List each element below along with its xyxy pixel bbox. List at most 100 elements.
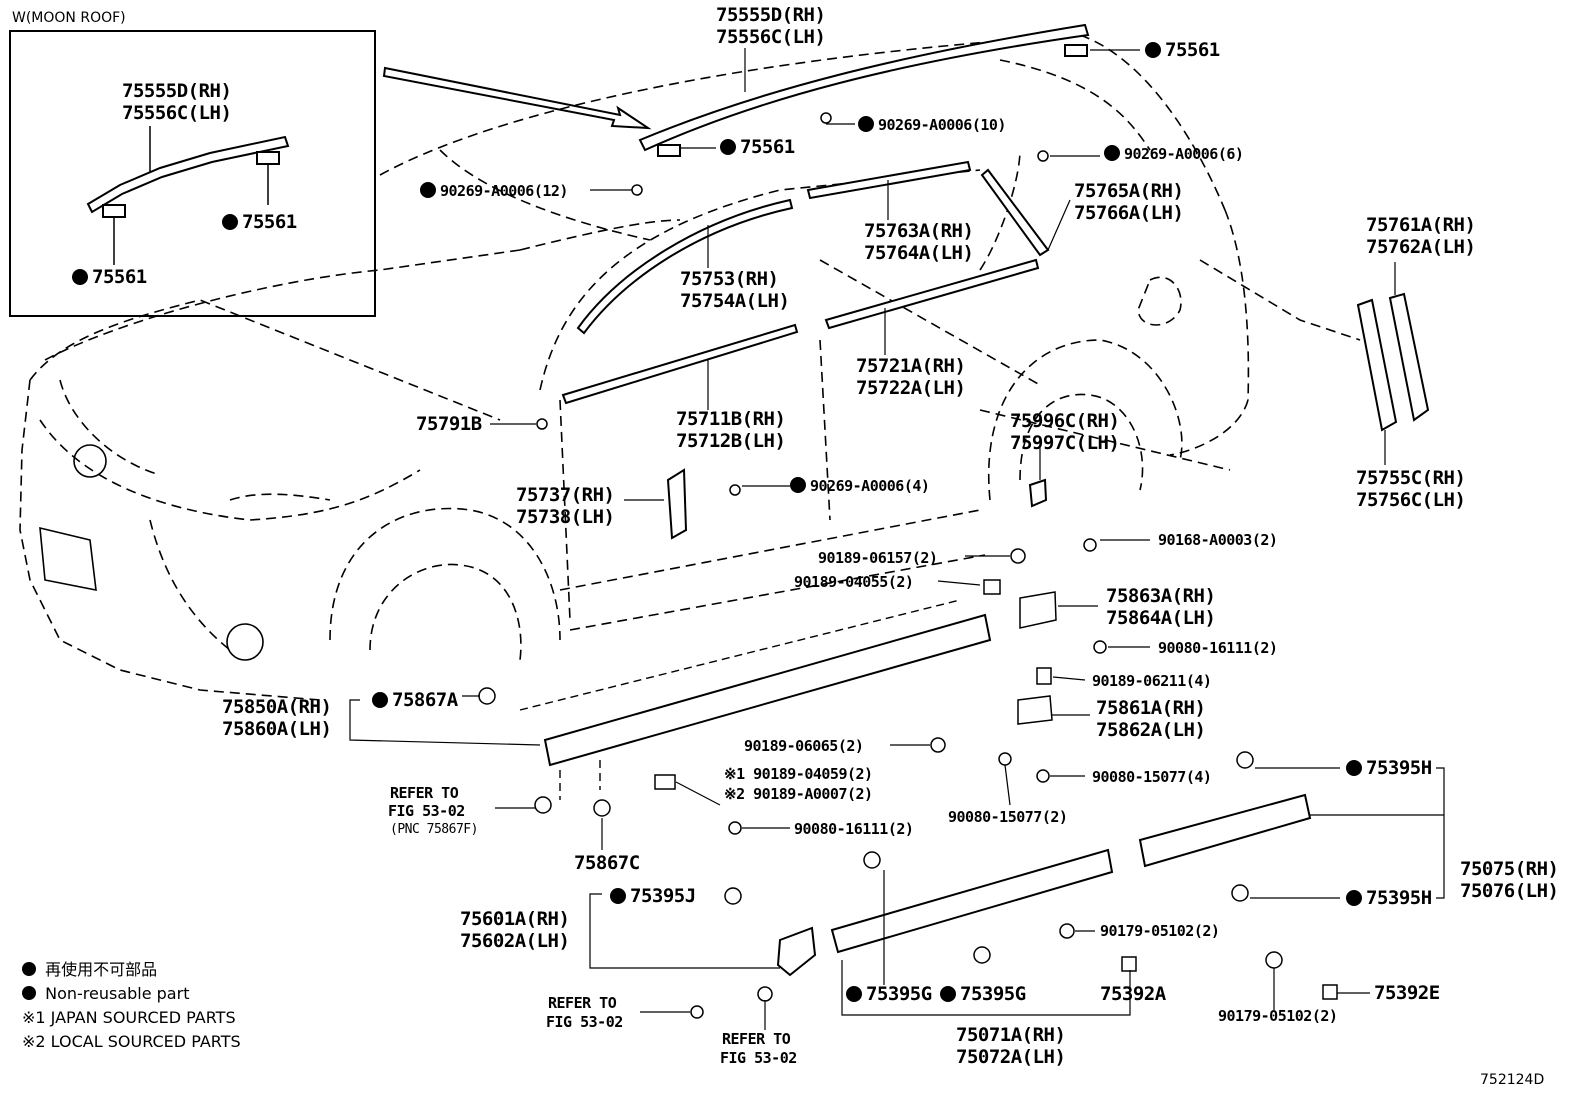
label-roof-lh: 75556C(LH) bbox=[716, 26, 826, 48]
label-rear-rh: 75765A(RH) bbox=[1074, 180, 1184, 202]
legend-jp: 再使用不可部品 bbox=[22, 958, 241, 982]
label-rdoor-lh: 75076(LH) bbox=[1460, 880, 1559, 902]
roof-rail bbox=[638, 23, 1090, 152]
rear-garnish-b bbox=[1388, 292, 1430, 422]
label-90080-16111b: 90080-16111(2) bbox=[794, 820, 914, 838]
headlight bbox=[73, 444, 107, 478]
label-refer1b: FIG 53-02 bbox=[388, 802, 465, 820]
rear-upper-moulding bbox=[806, 160, 972, 200]
inset-pnc-rh: 75555D(RH) bbox=[122, 80, 232, 102]
inset-clip-b: 75561 bbox=[222, 211, 297, 233]
non-reusable-dot bbox=[720, 139, 736, 155]
non-reusable-dot bbox=[22, 962, 36, 976]
label-75395g-a: 75395G bbox=[846, 983, 932, 1005]
legend-m2: ※2 LOCAL SOURCED PARTS bbox=[22, 1032, 241, 1051]
label-rear-lh: 75766A(LH) bbox=[1074, 202, 1184, 224]
label-pillar-lh: 75738(LH) bbox=[516, 506, 615, 528]
label-90080-15077a: 90080-15077(4) bbox=[1092, 768, 1212, 786]
non-reusable-dot bbox=[222, 214, 238, 230]
label-fdoor-lh: 75072A(LH) bbox=[956, 1046, 1066, 1068]
label-brk-rh: 75863A(RH) bbox=[1106, 585, 1216, 607]
label-75392a: 75392A bbox=[1100, 983, 1166, 1005]
label-fdoor-rh: 75071A(RH) bbox=[956, 1024, 1066, 1046]
non-reusable-dot bbox=[846, 986, 862, 1002]
label-screw-4: 90269-A0006(4) bbox=[790, 477, 930, 495]
label-refer3a: REFER TO bbox=[722, 1030, 791, 1048]
non-reusable-dot bbox=[420, 182, 436, 198]
non-reusable-dot bbox=[372, 692, 388, 708]
label-75395h-b: 75395H bbox=[1346, 887, 1432, 909]
label-clip-mid: 75561 bbox=[720, 136, 795, 158]
label-90168: 90168-A0003(2) bbox=[1158, 531, 1278, 549]
label-brk2-lh: 75862A(LH) bbox=[1096, 719, 1206, 741]
label-90179-a: 90179-05102(2) bbox=[1100, 922, 1220, 940]
label-pillar-rh: 75737(RH) bbox=[516, 484, 615, 506]
inset-pnc-lh: 75556C(LH) bbox=[122, 102, 232, 124]
label-90189-06211: 90189-06211(4) bbox=[1092, 672, 1212, 690]
label-upper-rear-rh: 75763A(RH) bbox=[864, 220, 974, 242]
label-belt-front-lh: 75712B(LH) bbox=[676, 430, 786, 452]
non-reusable-dot bbox=[940, 986, 956, 1002]
label-upper-front-rh: 75753(RH) bbox=[680, 268, 779, 290]
label-90080-15077b: 90080-15077(2) bbox=[948, 808, 1068, 826]
rocker-panel bbox=[543, 613, 992, 767]
non-reusable-dot bbox=[1346, 890, 1362, 906]
rocker-dashes bbox=[519, 599, 961, 800]
legend-m1: ※1 JAPAN SOURCED PARTS bbox=[22, 1008, 236, 1027]
figure-code: 752124D bbox=[1480, 1072, 1545, 1088]
rear-belt-moulding bbox=[824, 258, 1040, 330]
mudflap bbox=[776, 926, 817, 977]
label-90189-06065: 90189-06065(2) bbox=[744, 737, 864, 755]
label-refer2b: FIG 53-02 bbox=[546, 1013, 623, 1031]
inset-roof-rail bbox=[86, 126, 290, 265]
label-clip-791: 75791B bbox=[416, 413, 482, 435]
label-flap-rh: 75601A(RH) bbox=[460, 908, 570, 930]
inset-clip-a: 75561 bbox=[72, 266, 147, 288]
label-garn2-rh: 75755C(RH) bbox=[1356, 467, 1466, 489]
legend: 再使用不可部品 Non-reusable part ※1 JAPAN SOURC… bbox=[22, 958, 241, 1054]
rear-door-moulding bbox=[1138, 793, 1312, 868]
label-brk-lh: 75864A(LH) bbox=[1106, 607, 1216, 629]
non-reusable-dot bbox=[790, 477, 806, 493]
front-upper-moulding bbox=[576, 198, 794, 335]
roof-clip-right bbox=[1064, 44, 1088, 57]
inset-arrow bbox=[382, 66, 652, 130]
label-75867c: 75867C bbox=[574, 852, 640, 874]
label-refer1a: REFER TO bbox=[390, 784, 459, 802]
roof-clip-mid bbox=[657, 144, 681, 157]
non-reusable-dot bbox=[610, 888, 626, 904]
quarter-panel-piece bbox=[1028, 478, 1048, 508]
non-reusable-dot bbox=[1346, 760, 1362, 776]
foglight bbox=[226, 623, 264, 661]
label-brk2-rh: 75861A(RH) bbox=[1096, 697, 1206, 719]
non-reusable-dot bbox=[1104, 145, 1120, 161]
inset-title: W(MOON ROOF) bbox=[12, 10, 126, 26]
label-mark2: ※2 90189-A0007(2) bbox=[724, 785, 873, 803]
front-belt-moulding bbox=[561, 323, 799, 405]
label-qpanel-lh: 75997C(LH) bbox=[1010, 432, 1120, 454]
label-roof-rh: 75555D(RH) bbox=[716, 4, 826, 26]
label-screw-10: 90269-A0006(10) bbox=[858, 116, 1006, 134]
label-refer1c: (PNC 75867F) bbox=[390, 822, 478, 837]
label-rocker-lh: 75860A(LH) bbox=[222, 718, 332, 740]
non-reusable-dot bbox=[858, 116, 874, 132]
label-75395h-a: 75395H bbox=[1346, 757, 1432, 779]
label-garn-rh: 75761A(RH) bbox=[1366, 214, 1476, 236]
label-90080-16111a: 90080-16111(2) bbox=[1158, 639, 1278, 657]
label-refer2a: REFER TO bbox=[548, 994, 617, 1012]
non-reusable-dot bbox=[22, 986, 36, 1000]
label-belt-rear-rh: 75721A(RH) bbox=[856, 355, 966, 377]
rear-pillar-moulding bbox=[980, 168, 1050, 257]
label-qpanel-rh: 75996C(RH) bbox=[1010, 410, 1120, 432]
label-upper-rear-lh: 75764A(LH) bbox=[864, 242, 974, 264]
label-75395g-b: 75395G bbox=[940, 983, 1026, 1005]
label-belt-rear-lh: 75722A(LH) bbox=[856, 377, 966, 399]
label-90189-06157: 90189-06157(2) bbox=[818, 549, 938, 567]
leader-lines bbox=[349, 48, 1445, 1030]
label-75392e: 75392E bbox=[1374, 982, 1440, 1004]
label-90189-04055: 90189-04055(2) bbox=[794, 573, 914, 591]
moonroof-inset-frame bbox=[9, 30, 376, 317]
label-screw-6: 90269-A0006(6) bbox=[1104, 145, 1244, 163]
label-refer3b: FIG 53-02 bbox=[720, 1049, 797, 1067]
label-mark1: ※1 90189-04059(2) bbox=[724, 765, 873, 783]
